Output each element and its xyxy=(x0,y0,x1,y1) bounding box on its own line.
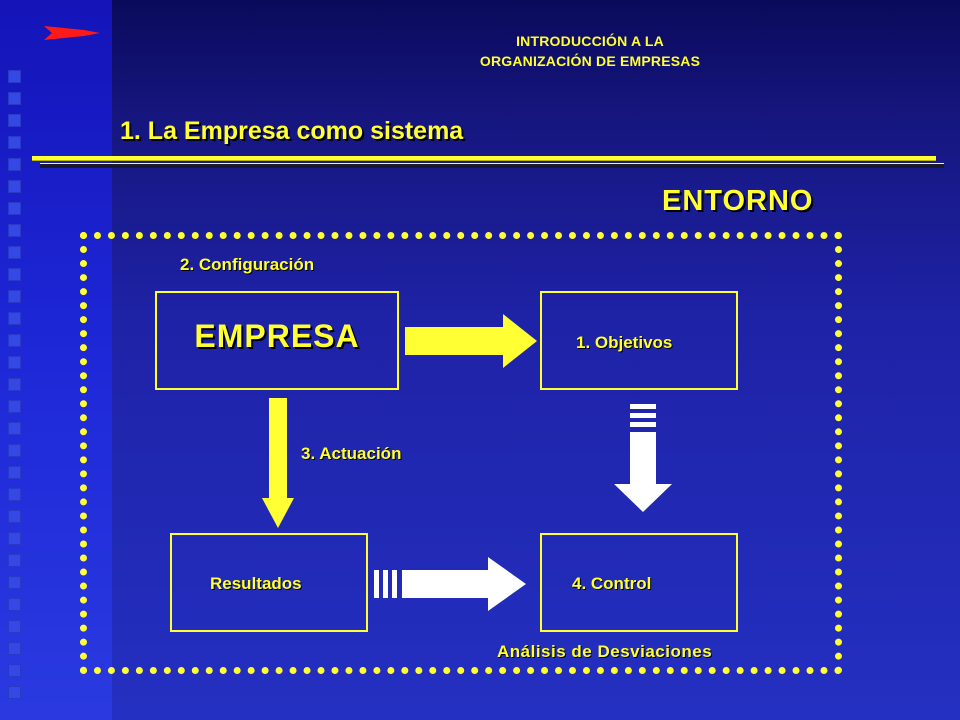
decorative-square xyxy=(8,422,21,435)
configuration-label: 2. Configuración xyxy=(180,255,315,274)
company-box xyxy=(155,291,399,390)
decorative-square xyxy=(8,576,21,589)
decorative-square xyxy=(8,290,21,303)
decorative-square xyxy=(8,356,21,369)
decorative-square xyxy=(8,488,21,501)
decorative-square xyxy=(8,202,21,215)
decorative-square xyxy=(8,268,21,281)
striped-arrow-right-icon xyxy=(374,557,526,611)
control-label: 4. Control xyxy=(572,574,652,593)
control-box xyxy=(540,533,738,632)
action-label: 3. Actuación xyxy=(301,444,402,463)
arrow-right-icon xyxy=(405,314,537,368)
decorative-square xyxy=(8,642,21,655)
environment-label: ENTORNO xyxy=(662,185,814,217)
decorative-square xyxy=(8,334,21,347)
left-decorative-strip xyxy=(0,0,112,720)
header-line-2: ORGANIZACIÓN DE EMPRESAS xyxy=(479,53,701,69)
decorative-square xyxy=(8,620,21,633)
decorative-square xyxy=(8,532,21,545)
decorative-square xyxy=(8,400,21,413)
striped-arrow-down-icon xyxy=(614,404,672,512)
decorative-square xyxy=(8,92,21,105)
decorative-square xyxy=(8,466,21,479)
decorative-square xyxy=(8,180,21,193)
decorative-square xyxy=(8,246,21,259)
decorative-square xyxy=(8,444,21,457)
environment-frame xyxy=(80,232,842,674)
objectives-box xyxy=(540,291,738,390)
decorative-square xyxy=(8,598,21,611)
decorative-square xyxy=(8,136,21,149)
header-line-1: INTRODUCCIÓN A LA xyxy=(516,33,664,49)
results-box xyxy=(170,533,368,632)
decorative-square xyxy=(8,378,21,391)
deviation-analysis-label: Análisis de Desviaciones xyxy=(497,642,713,661)
objectives-label: 1. Objetivos xyxy=(576,333,673,352)
results-label: Resultados xyxy=(210,574,302,593)
decorative-square xyxy=(8,686,21,699)
decorative-square xyxy=(8,224,21,237)
decorative-square xyxy=(8,664,21,677)
decorative-square xyxy=(8,114,21,127)
title-underline-shadow xyxy=(40,163,944,168)
decorative-square xyxy=(8,158,21,171)
decorative-square xyxy=(8,510,21,523)
title-underline xyxy=(32,156,936,160)
decorative-square xyxy=(8,70,21,83)
decorative-square xyxy=(8,312,21,325)
arrow-down-icon xyxy=(262,398,294,528)
decorative-square xyxy=(8,554,21,567)
slide-title: 1. La Empresa como sistema xyxy=(120,117,464,145)
red-arrow-icon xyxy=(44,26,100,40)
company-label: EMPRESA xyxy=(194,318,360,354)
